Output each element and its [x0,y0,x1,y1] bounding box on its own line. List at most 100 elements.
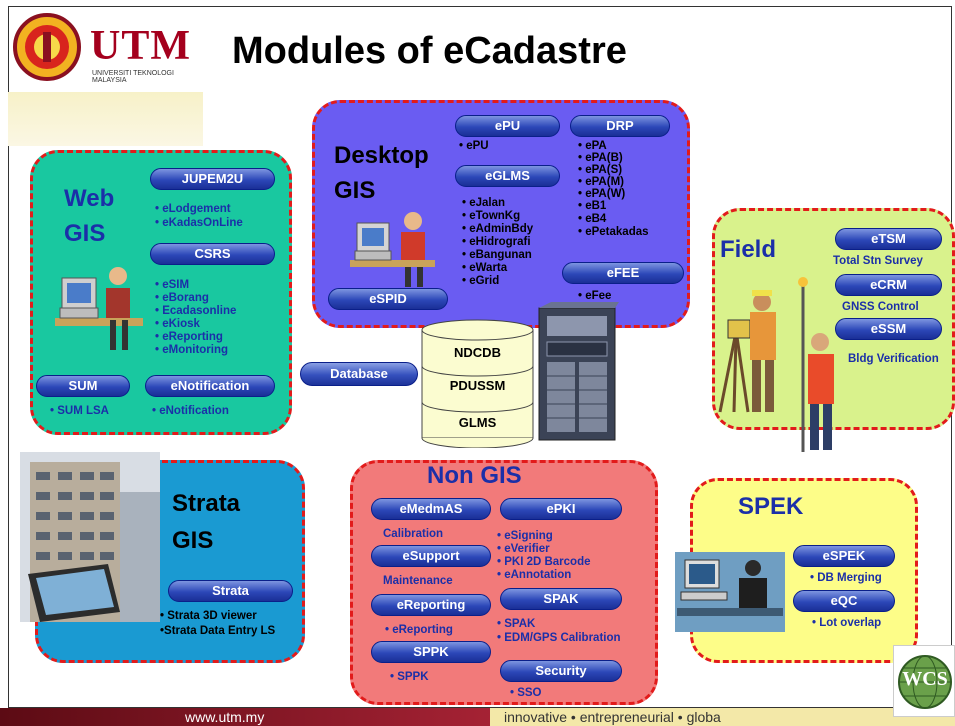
security-button[interactable]: Security [500,660,622,682]
list-item: • ePA [578,140,607,152]
list-item: • SUM LSA [50,405,109,417]
spek-title: SPEK [738,493,804,520]
emedmas-button[interactable]: eMedmAS [371,498,491,520]
non-gis-caption: Calibration [383,528,444,540]
desktop-gis-title-line1: Desktop [334,142,429,169]
esupport-button[interactable]: eSupport [371,545,491,567]
desktop-gis-title-line2: GIS [334,177,376,204]
list-item: • eAnnotation [497,569,572,581]
list-item: • eTownKg [462,210,521,222]
list-item: • PKI 2D Barcode [497,556,591,568]
strata-gis-title-line1: Strata [172,490,241,517]
database-layer-label: PDUSSM [449,378,506,393]
list-item: • ePA(M) [578,176,624,188]
footer: www.utm.my innovative • entrepreneurial … [0,708,955,726]
globe-icon [898,655,952,709]
list-item: • eMonitoring [155,344,229,356]
sppk-button[interactable]: SPPK [371,641,491,663]
list-item: • eKiosk [155,318,200,330]
epki-button[interactable]: ePKI [500,498,622,520]
list-item: • Strata 3D viewer [160,610,257,622]
list-item: • eB4 [578,213,607,225]
eqc-button[interactable]: eQC [793,590,895,612]
ereporting-button[interactable]: eReporting [371,594,491,616]
list-item: • eReporting [155,331,223,343]
enotification-button[interactable]: eNotification [145,375,275,397]
list-item: • eJalan [462,197,506,209]
spak-button[interactable]: SPAK [500,588,622,610]
non-gis-caption: Maintenance [383,575,453,587]
building-photo-icon [20,452,160,622]
logo-subtitle: UNIVERSITI TEKNOLOGI MALAYSIA [92,70,174,84]
wcs-badge: WCS [893,645,955,717]
list-item: • ePA(B) [578,152,623,164]
list-item: • SPAK [497,618,536,630]
list-item: • eReporting [385,624,453,636]
footer-tagline: innovative • entrepreneurial • globa [490,708,955,726]
essm-button[interactable]: eSSM [835,318,942,340]
eglms-button[interactable]: eGLMS [455,165,560,187]
espek-button[interactable]: eSPEK [793,545,895,567]
list-item: • eNotification [152,405,229,417]
list-item: • ePA(S) [578,164,623,176]
strata-button[interactable]: Strata [168,580,293,602]
csrs-button[interactable]: CSRS [150,243,275,265]
field-caption: Total Stn Survey [833,255,923,267]
list-item: • Ecadasonline [155,305,237,317]
database-cylinder-icon [421,319,534,448]
field-title: Field [720,236,777,263]
non-gis-title: Non GIS [427,462,522,489]
jupem2u-button[interactable]: JUPEM2U [150,168,275,190]
logo-text: UTM [90,23,191,69]
list-item: • eSIM [155,279,190,291]
list-item: • eSigning [497,530,553,542]
etsm-button[interactable]: eTSM [835,228,942,250]
drp-button[interactable]: DRP [570,115,670,137]
list-item: • SPPK [390,671,429,683]
page-title: Modules of eCadastre [232,30,627,72]
list-item: • EDM/GPS Calibration [497,632,621,644]
list-item: • SSO [510,687,542,699]
ecrm-button[interactable]: eCRM [835,274,942,296]
list-item: • eBorang [155,292,209,304]
list-item: • Lot overlap [812,617,882,629]
computer-user-icon [55,267,143,350]
list-item: • eVerifier [497,543,550,555]
header-band [8,92,203,146]
list-item: • eAdminBdy [462,223,534,235]
list-item: • eB1 [578,200,607,212]
list-item: • eFee [578,290,612,302]
computer-user-icon [350,212,435,287]
utm-crest-icon [13,13,81,81]
database-button[interactable]: Database [300,362,418,386]
list-item: • eWarta [462,262,508,274]
list-item: • eKadasOnLine [155,217,243,229]
sum-button[interactable]: SUM [36,375,130,397]
list-item: • eHidrografi [462,236,531,248]
web-gis-title-line2: GIS [64,220,106,247]
server-rack-icon [538,302,619,441]
list-item: •Strata Data Entry LS [160,625,276,637]
database-layer-label: GLMS [458,415,497,430]
list-item: • eLodgement [155,203,231,215]
list-item: • eGrid [462,275,500,287]
field-caption: GNSS Control [842,301,919,313]
list-item: • ePU [459,140,489,152]
list-item: • eBangunan [462,249,532,261]
list-item: • ePetakadas [578,226,649,238]
computer-workstation-icon [675,552,785,632]
espid-button[interactable]: eSPID [328,288,448,310]
web-gis-title-line1: Web [64,185,115,212]
list-item: • ePA(W) [578,188,626,200]
list-item: • DB Merging [810,572,882,584]
strata-gis-title-line2: GIS [172,527,214,554]
footer-url: www.utm.my [0,708,490,726]
field-caption: Bldg Verification [848,353,939,365]
database-layer-label: NDCDB [454,345,501,360]
epu-button[interactable]: ePU [455,115,560,137]
wcs-badge-label: WCS [902,668,948,690]
surveyor-icon [718,277,834,452]
efee-button[interactable]: eFEE [562,262,684,284]
utm-logo: UTM UNIVERSITI TEKNOLOGI MALAYSIA [12,10,202,90]
